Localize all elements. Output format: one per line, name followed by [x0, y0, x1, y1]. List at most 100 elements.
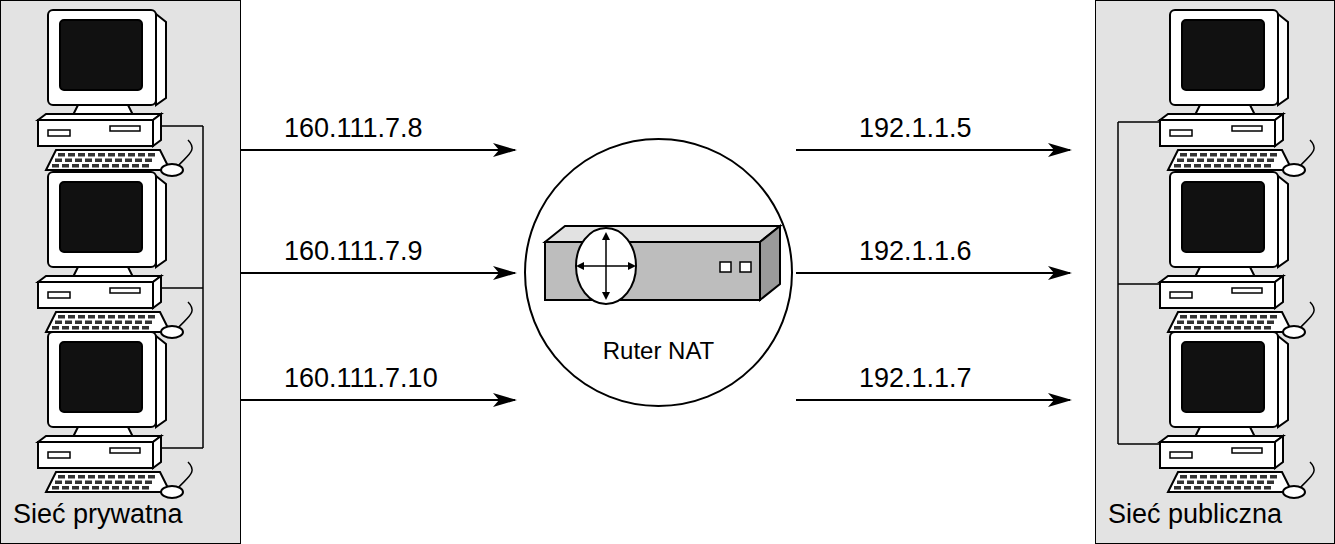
- key: [68, 475, 75, 479]
- key: [1200, 153, 1207, 157]
- screen: [60, 20, 142, 90]
- key: [125, 321, 132, 325]
- key: [1267, 159, 1274, 163]
- arrow-connector: [241, 149, 515, 151]
- arrow-connector: [241, 399, 515, 401]
- key: [1254, 486, 1261, 490]
- keyboard: [46, 472, 170, 492]
- key: [115, 159, 122, 163]
- key: [105, 321, 112, 325]
- key: [1217, 321, 1224, 325]
- key: [1264, 164, 1271, 168]
- key: [1247, 321, 1254, 325]
- label-holder: 160.111.7.10: [284, 363, 438, 394]
- key: [1224, 326, 1231, 330]
- key: [1234, 486, 1241, 490]
- mouse-cord: [178, 462, 192, 488]
- ip-address: 160.111.7.10: [284, 363, 438, 394]
- key: [1207, 321, 1214, 325]
- key: [78, 315, 85, 319]
- case-side: [1275, 276, 1283, 308]
- network-wire: [1118, 443, 1160, 445]
- screen: [1182, 182, 1264, 252]
- key: [1210, 315, 1217, 319]
- monitor-side: [156, 14, 166, 105]
- key: [125, 481, 132, 485]
- keyboard: [46, 150, 170, 170]
- key: [65, 481, 72, 485]
- monitor: [48, 332, 156, 427]
- key: [75, 481, 82, 485]
- case: [1160, 282, 1275, 308]
- key: [1204, 164, 1211, 168]
- router-top: [545, 226, 780, 242]
- key: [1177, 159, 1184, 163]
- panel-ground: [0, 0, 241, 544]
- key: [1247, 159, 1254, 163]
- key: [1220, 153, 1227, 157]
- drive-slot: [1232, 448, 1262, 453]
- key: [1184, 486, 1191, 490]
- monitor-side: [1278, 176, 1288, 267]
- key: [1224, 164, 1231, 168]
- key: [88, 315, 95, 319]
- circle-outline: [525, 139, 792, 406]
- mouse: [161, 326, 183, 338]
- mouse-cord: [1300, 302, 1314, 328]
- router-led: [720, 262, 731, 272]
- ip-address: 160.111.7.8: [284, 113, 423, 144]
- mouse-cord: [1300, 462, 1314, 488]
- key: [92, 164, 99, 168]
- key: [1254, 164, 1261, 168]
- monitor-side: [156, 336, 166, 427]
- key: [1260, 475, 1267, 479]
- key: [138, 475, 145, 479]
- monitor-side: [1278, 336, 1288, 427]
- key: [135, 321, 142, 325]
- case-side: [153, 114, 161, 146]
- key: [1234, 164, 1241, 168]
- network-label: Sieć prywatna: [13, 499, 183, 530]
- key: [1227, 159, 1234, 163]
- key: [1244, 326, 1251, 330]
- key: [148, 153, 155, 157]
- key: [88, 153, 95, 157]
- device-label: Ruter NAT: [603, 337, 715, 365]
- key: [1184, 164, 1191, 168]
- key: [1217, 481, 1224, 485]
- network-wire: [1118, 283, 1160, 285]
- key: [118, 475, 125, 479]
- key: [52, 164, 59, 168]
- key: [128, 315, 135, 319]
- key: [1220, 315, 1227, 319]
- keyboard: [1168, 150, 1292, 170]
- case: [1160, 120, 1275, 146]
- screen: [1182, 20, 1264, 90]
- key: [85, 481, 92, 485]
- network-wire: [202, 126, 204, 448]
- arrow-connector: [796, 272, 1070, 274]
- key: [1190, 475, 1197, 479]
- ip-address: 160.111.7.9: [284, 236, 423, 267]
- case: [38, 120, 153, 146]
- mouse-cord: [178, 140, 192, 166]
- key: [62, 486, 69, 490]
- monitor: [1170, 172, 1278, 267]
- mouse-cord: [178, 302, 192, 328]
- key: [1180, 153, 1187, 157]
- monitor: [48, 172, 156, 267]
- key: [1174, 486, 1181, 490]
- screen: [1182, 342, 1264, 412]
- key: [1270, 153, 1277, 157]
- key: [1260, 153, 1267, 157]
- key: [145, 321, 152, 325]
- key: [1220, 475, 1227, 479]
- key: [122, 326, 129, 330]
- ip-address: 192.1.1.5: [859, 113, 972, 144]
- case: [38, 442, 153, 468]
- key: [98, 153, 105, 157]
- key: [1244, 486, 1251, 490]
- router-led: [740, 262, 751, 272]
- key: [1230, 315, 1237, 319]
- drive-slot: [110, 448, 140, 453]
